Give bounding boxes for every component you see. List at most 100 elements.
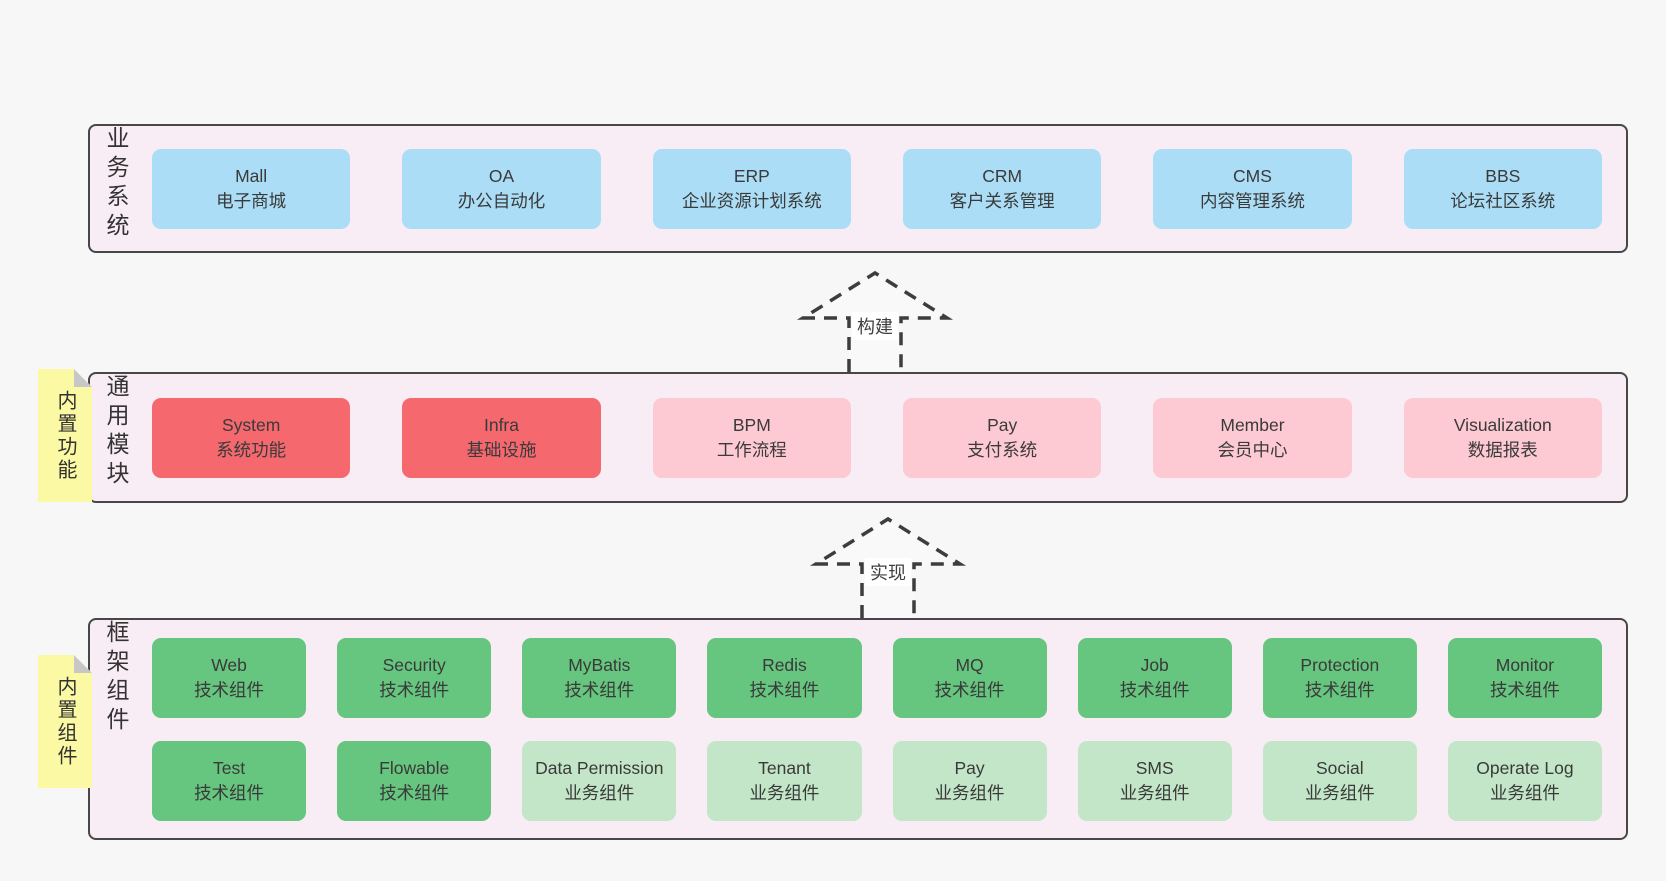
box-cms-en: CMS <box>1233 165 1272 186</box>
arrow-implement: 实现 <box>803 514 973 618</box>
box-mall: Mall 电子商城 <box>152 148 351 229</box>
box-bpm-en: BPM <box>732 414 771 435</box>
box-tenant: Tenant 业务组件 <box>707 740 862 821</box>
box-oa: OA 办公自动化 <box>402 148 601 229</box>
box-mq-en: MQ <box>955 654 984 675</box>
sticky-note-builtin-components: 内置组件 <box>38 655 92 788</box>
box-visualization: Visualization 数据报表 <box>1403 397 1602 478</box>
box-member-zh: 会员中心 <box>1217 439 1288 460</box>
box-flowable: Flowable 技术组件 <box>337 740 492 821</box>
box-social-en: Social <box>1315 757 1364 778</box>
box-flowable-zh: 技术组件 <box>379 782 450 803</box>
layer-framework-components: 框架组件 Web 技术组件 Security 技术组件 MyBatis 技术组件… <box>88 618 1628 840</box>
arrow-implement-label: 实现 <box>865 558 911 586</box>
box-infra: Infra 基础设施 <box>402 397 601 478</box>
box-operate-log: Operate Log 业务组件 <box>1447 740 1602 821</box>
box-oa-en: OA <box>488 165 515 186</box>
box-social-zh: 业务组件 <box>1304 782 1375 803</box>
box-job: Job 技术组件 <box>1077 637 1232 718</box>
box-crm-en: CRM <box>982 165 1023 186</box>
box-redis-zh: 技术组件 <box>749 679 820 700</box>
box-monitor: Monitor 技术组件 <box>1447 637 1602 718</box>
box-web: Web 技术组件 <box>152 637 307 718</box>
box-cms: CMS 内容管理系统 <box>1153 148 1352 229</box>
box-pay: Pay 支付系统 <box>902 397 1102 478</box>
box-test: Test 技术组件 <box>152 740 307 821</box>
layer-common-modules-label: 通用模块 <box>103 374 129 490</box>
box-oa-zh: 办公自动化 <box>457 190 546 211</box>
box-protection-zh: 技术组件 <box>1304 679 1375 700</box>
layer-business-systems-label: 业务系统 <box>103 126 129 242</box>
box-tenant-en: Tenant <box>758 757 811 778</box>
box-security: Security 技术组件 <box>337 637 492 718</box>
box-mall-zh: 电子商城 <box>216 190 287 211</box>
box-job-zh: 技术组件 <box>1119 679 1190 700</box>
box-sms-zh: 业务组件 <box>1119 782 1190 803</box>
layer-framework-components-label: 框架组件 <box>103 620 129 736</box>
layer-framework-components-rows: Web 技术组件 Security 技术组件 MyBatis 技术组件 Redi… <box>152 620 1602 838</box>
box-sms-en: SMS <box>1135 757 1174 778</box>
box-crm-zh: 客户关系管理 <box>949 190 1055 211</box>
layer-common-modules-rows: System 系统功能 Infra 基础设施 BPM 工作流程 Pay 支付系统… <box>152 374 1602 501</box>
sticky-builtin-features-label: 内置功能 <box>54 389 76 482</box>
box-bbs: BBS 论坛社区系统 <box>1403 148 1602 229</box>
box-protection-en: Protection <box>1300 654 1380 675</box>
box-member: Member 会员中心 <box>1153 397 1352 478</box>
box-mq-zh: 技术组件 <box>934 679 1005 700</box>
box-data-permission-zh: 业务组件 <box>564 782 635 803</box>
box-web-en: Web <box>211 654 247 675</box>
box-cms-zh: 内容管理系统 <box>1199 190 1305 211</box>
box-flowable-en: Flowable <box>379 757 450 778</box>
box-pay-biz: Pay 业务组件 <box>892 740 1047 821</box>
box-pay-biz-en: Pay <box>954 757 985 778</box>
box-infra-zh: 基础设施 <box>466 439 537 460</box>
box-erp: ERP 企业资源计划系统 <box>652 148 851 229</box>
box-infra-en: Infra <box>483 414 519 435</box>
box-member-en: Member <box>1220 414 1285 435</box>
box-security-en: Security <box>382 654 446 675</box>
box-operate-log-en: Operate Log <box>1476 757 1574 778</box>
box-mybatis-en: MyBatis <box>568 654 631 675</box>
box-pay-zh: 支付系统 <box>967 439 1038 460</box>
layer-business-systems: 业务系统 Mall 电子商城 OA 办公自动化 ERP 企业资源计划系统 CRM… <box>88 124 1628 253</box>
box-visualization-en: Visualization <box>1453 414 1552 435</box>
box-tenant-zh: 业务组件 <box>749 782 820 803</box>
box-redis-en: Redis <box>762 654 807 675</box>
box-erp-en: ERP <box>733 165 770 186</box>
box-system-zh: 系统功能 <box>216 439 287 460</box>
box-mall-en: Mall <box>235 165 268 186</box>
box-social: Social 业务组件 <box>1262 740 1417 821</box>
sticky-builtin-components-label: 内置组件 <box>54 675 76 768</box>
box-bpm-zh: 工作流程 <box>716 439 787 460</box>
arrow-build: 构建 <box>790 268 960 372</box>
box-operate-log-zh: 业务组件 <box>1489 782 1560 803</box>
box-test-zh: 技术组件 <box>194 782 265 803</box>
box-visualization-zh: 数据报表 <box>1467 439 1538 460</box>
box-bbs-zh: 论坛社区系统 <box>1450 190 1556 211</box>
arrow-build-label: 构建 <box>852 312 898 340</box>
box-security-zh: 技术组件 <box>379 679 450 700</box>
box-mq: MQ 技术组件 <box>892 637 1047 718</box>
box-test-en: Test <box>213 757 246 778</box>
box-bpm: BPM 工作流程 <box>652 397 851 478</box>
box-data-permission-en: Data Permission <box>535 757 664 778</box>
box-bbs-en: BBS <box>1485 165 1521 186</box>
box-pay-en: Pay <box>987 414 1018 435</box>
box-erp-zh: 企业资源计划系统 <box>681 190 822 211</box>
box-monitor-en: Monitor <box>1495 654 1555 675</box>
box-pay-biz-zh: 业务组件 <box>934 782 1005 803</box>
box-mybatis-zh: 技术组件 <box>564 679 635 700</box>
box-sms: SMS 业务组件 <box>1077 740 1232 821</box>
sticky-note-builtin-features: 内置功能 <box>38 369 92 502</box>
box-job-en: Job <box>1140 654 1169 675</box>
box-system: System 系统功能 <box>152 397 351 478</box>
box-mybatis: MyBatis 技术组件 <box>522 637 677 718</box>
layer-common-modules: 通用模块 System 系统功能 Infra 基础设施 BPM 工作流程 Pay… <box>88 372 1628 503</box>
box-data-permission: Data Permission 业务组件 <box>522 740 677 821</box>
box-monitor-zh: 技术组件 <box>1489 679 1560 700</box>
box-protection: Protection 技术组件 <box>1262 637 1417 718</box>
layer-business-systems-rows: Mall 电子商城 OA 办公自动化 ERP 企业资源计划系统 CRM 客户关系… <box>152 126 1602 251</box>
box-web-zh: 技术组件 <box>194 679 265 700</box>
box-system-en: System <box>221 414 281 435</box>
box-redis: Redis 技术组件 <box>707 637 862 718</box>
